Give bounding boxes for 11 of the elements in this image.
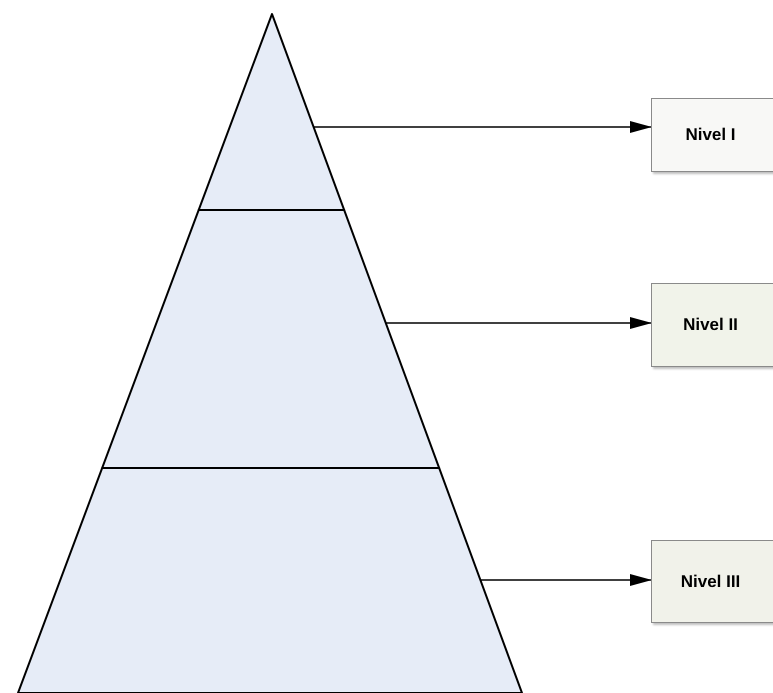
level-label: Nivel III xyxy=(680,570,742,593)
arrow xyxy=(386,317,652,329)
level-box xyxy=(651,98,773,172)
level-box xyxy=(651,283,773,367)
arrow xyxy=(314,121,652,133)
level-label: Nivel I xyxy=(685,124,737,146)
level-box xyxy=(651,540,773,623)
pyramid-section xyxy=(17,467,523,693)
level-label: Nivel II xyxy=(683,314,739,336)
pyramid-top-section xyxy=(198,13,346,211)
arrow xyxy=(480,574,652,586)
